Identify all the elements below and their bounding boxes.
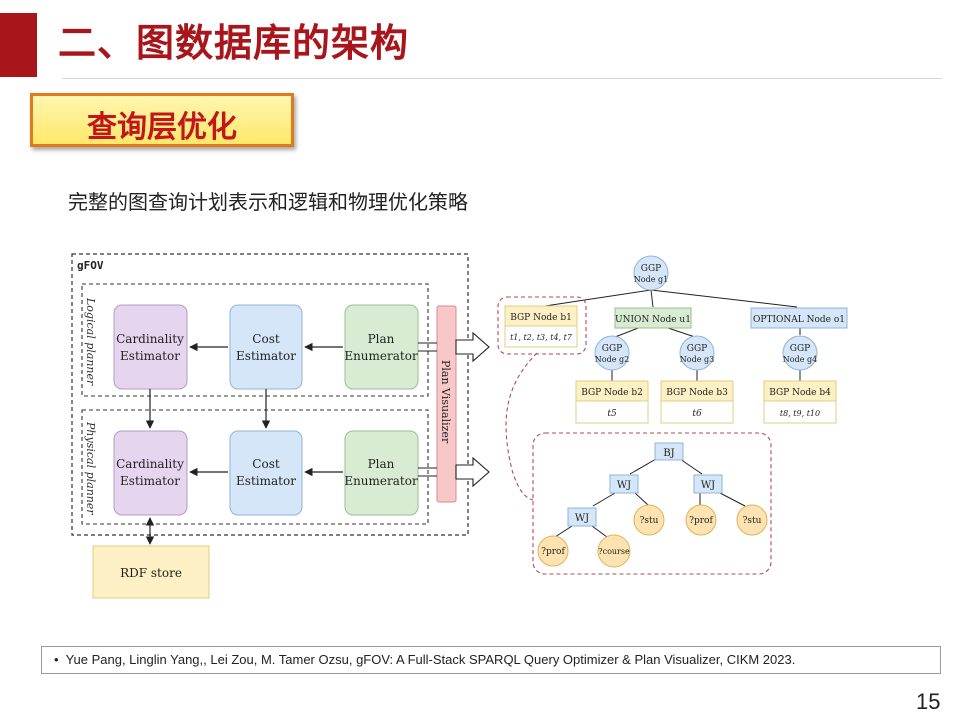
ggp-g2-label-1: GGP [602, 344, 622, 354]
reference-text: Yue Pang, Linglin Yang,, Lei Zou, M. Tam… [65, 652, 796, 667]
ggp-root [633, 255, 669, 291]
ggp-g3-label-2: Node g3 [680, 355, 714, 364]
bgp-b3-triples-label: t6 [692, 409, 702, 419]
slide-subtitle: 完整的图查询计划表示和逻辑和物理优化策略 [68, 190, 468, 214]
gfov-label: gFOV [77, 259, 104, 272]
bgp-b2-triples-label: t5 [607, 409, 617, 419]
ggp-g4-label-2: Node g4 [783, 355, 817, 364]
var-prof-1-label: ?prof [689, 516, 713, 526]
bgp-b1-triples [504, 325, 578, 348]
cardinality-label-2: Estimator [120, 349, 180, 363]
physical-planner-label: Physical planner [84, 421, 97, 515]
section-heading: 查询层优化 [87, 110, 237, 145]
cardinality-label-2: Estimator [120, 474, 180, 488]
physical-planner-frame [81, 409, 429, 525]
bgp-b2-triples [575, 400, 649, 424]
bj-node-label: BJ [663, 448, 674, 459]
title-divider [62, 78, 942, 79]
plan-enumerator-physical [344, 430, 419, 516]
cost-estimator-physical [229, 430, 303, 516]
slide-title: 二、图数据库的架构 [58, 21, 410, 65]
output-arrow-bottom [455, 456, 490, 488]
wj-left-label: WJ [617, 480, 631, 491]
cost-label-2: Estimator [236, 474, 296, 488]
optional-node-label: OPTIONAL Node o1 [753, 315, 845, 325]
bgp-b4-label: BGP Node b4 [769, 388, 831, 398]
var-course [597, 534, 631, 568]
wj-right-node [693, 474, 723, 494]
ggp-g2-label-2: Node g2 [595, 355, 629, 364]
var-prof-1 [685, 504, 717, 536]
var-course-label: ?course [598, 547, 630, 556]
bgp-b2-label: BGP Node b2 [581, 388, 643, 398]
rdf-store [92, 545, 210, 599]
var-stu-2 [736, 504, 768, 536]
plan-visualizer [436, 305, 457, 503]
var-stu-2-label: ?stu [743, 516, 762, 526]
plan-visualizer-label: Plan Visualizer [439, 360, 452, 444]
bgp-b4-triples-label: t8, t9, t10 [780, 409, 820, 418]
bgp-b3-triples [660, 400, 734, 424]
plan-label-2: Enumerator [344, 349, 418, 363]
gfov-frame [71, 253, 469, 536]
optional-node [750, 307, 848, 329]
plan-label-1: Plan [368, 332, 395, 346]
rdf-store-label: RDF store [120, 566, 182, 580]
plan-label-1: Plan [368, 457, 395, 471]
cardinality-label-1: Cardinality [116, 332, 184, 346]
bgp-b4-triples [763, 400, 837, 424]
cardinality-estimator-physical [113, 430, 188, 516]
union-node [614, 307, 692, 329]
cost-label-2: Estimator [236, 349, 296, 363]
plan-label-2: Enumerator [344, 474, 418, 488]
reference-box: • Yue Pang, Linglin Yang,, Lei Zou, M. T… [41, 646, 941, 674]
ggp-g3 [679, 335, 715, 371]
reference-bullet: • [54, 652, 59, 667]
page-number: 15 [916, 689, 941, 714]
bj-node [654, 442, 684, 461]
ggp-root-label-2: Node g1 [634, 275, 668, 284]
union-node-label: UNION Node u1 [615, 315, 691, 325]
section-heading-box: 查询层优化 [30, 93, 294, 147]
var-stu-1-label: ?stu [640, 516, 659, 526]
bgp-b1-triples-label: t1, t2, t3, t4, t7 [510, 333, 573, 342]
wj-left-node [609, 474, 639, 494]
bgp-b3-label: BGP Node b3 [666, 388, 728, 398]
ggp-g4-label-1: GGP [790, 344, 810, 354]
ggp-g3-label-1: GGP [687, 344, 707, 354]
title-accent-bar [0, 13, 37, 77]
highlight-b1 [497, 296, 587, 355]
cardinality-estimator-logical [113, 304, 188, 390]
logical-planner-frame [81, 283, 429, 397]
var-stu-1 [633, 504, 665, 536]
ggp-g4 [782, 335, 818, 371]
var-prof-2 [537, 535, 569, 567]
cardinality-label-1: Cardinality [116, 457, 184, 471]
plan-enumerator-logical [344, 304, 419, 390]
var-prof-2-label: ?prof [541, 547, 565, 557]
cost-estimator-logical [229, 304, 303, 390]
highlight-join-tree [532, 432, 772, 575]
output-arrow-top [455, 331, 490, 363]
wj-bottom-label: WJ [575, 513, 589, 524]
cost-label-1: Cost [252, 332, 280, 346]
logical-planner-label: Logical planner [84, 297, 97, 386]
ggp-root-label-1: GGP [641, 264, 661, 274]
bgp-b1-label: BGP Node b1 [510, 313, 572, 323]
highlight-connector [505, 352, 538, 501]
cost-label-1: Cost [252, 457, 280, 471]
wj-bottom-node [567, 507, 597, 527]
ggp-g2 [594, 335, 630, 371]
wj-right-label: WJ [701, 480, 715, 491]
